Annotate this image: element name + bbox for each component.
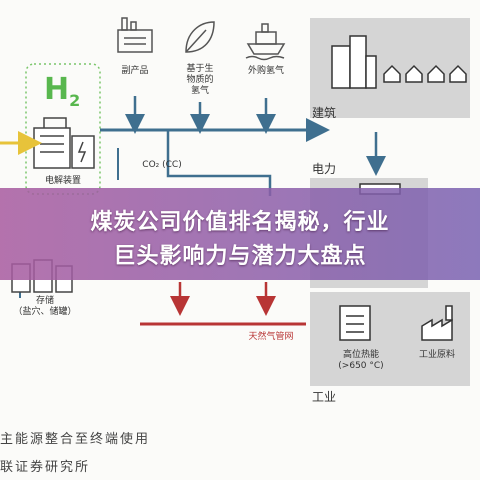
high-temp-factory-icon — [339, 305, 371, 341]
leaf-icon — [185, 21, 215, 53]
electrolyzer-icon — [33, 117, 95, 169]
industry-raw-icon — [421, 305, 453, 341]
buildings-icon — [331, 35, 467, 89]
factory-icon — [117, 17, 153, 53]
co2-loop-line — [166, 130, 272, 196]
ship-icon — [245, 23, 286, 61]
banner-title-line2: 巨头影响力与潜力大盘点 — [113, 244, 367, 269]
electrolysis-label: 电解装置 — [44, 176, 81, 186]
gas-grid-label: 天然气管网 — [248, 332, 294, 342]
banner-title-line1: 煤炭公司价值排名揭秘，行业 — [90, 210, 390, 235]
footer-source: 联证券研究所 — [0, 460, 91, 475]
h2-symbol: H2 — [44, 72, 81, 110]
sector-label-industry: 工业 — [312, 390, 337, 404]
industry-label-high-heat: 高位热能 (>650 °C) — [338, 350, 384, 371]
sector-label-building: 建筑 — [312, 106, 337, 120]
source-label-byproduct: 副产品 — [121, 66, 149, 76]
industry-label-raw: 工业原料 — [418, 350, 455, 360]
sector-label-power: 电力 — [312, 162, 337, 176]
storage-label: 存储 （盐穴、储罐） — [13, 296, 77, 317]
source-label-imported: 外购氢气 — [247, 66, 284, 76]
co2-label: CO₂ (CC) — [142, 160, 182, 170]
footer-caption: 主能源整合至终端使用 — [0, 432, 151, 447]
source-label-biomass: 基于生物质的氢气 — [186, 64, 214, 96]
title-banner: 煤炭公司价值排名揭秘，行业 巨头影响力与潜力大盘点 — [0, 188, 480, 280]
